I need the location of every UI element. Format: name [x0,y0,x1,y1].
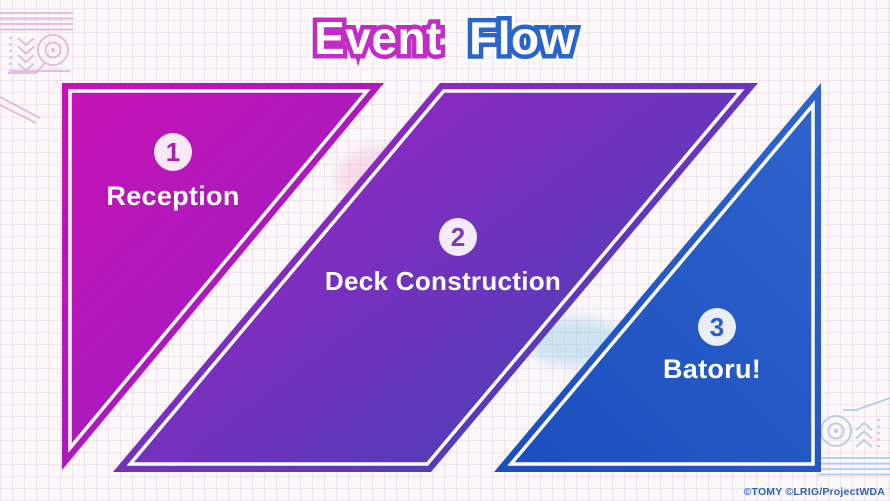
title-word-flow: Flow Flow Flow [462,5,582,71]
step-label: Deck Construction [324,266,562,296]
title-word-event: Event Event Event [307,5,448,71]
step-number-badge: 1 [154,133,192,171]
step-1-shape [62,83,384,470]
title-word-event-text: Event [314,12,442,64]
page-title: Event Event Event Flow Flow Flow [0,5,890,71]
title-word-flow-text: Flow [469,12,576,64]
step-2-shape [113,83,758,472]
title-word-flow-halo: Flow [462,5,582,71]
step-3-shape [494,83,821,472]
circuit-pattern-icon [0,12,73,124]
circuit-pattern-icon [818,397,890,476]
title-word-flow-outline: Flow [465,8,580,69]
step-number-badge: 2 [439,218,477,256]
title-word-event-outline: Event [310,8,446,69]
title-word-event-halo: Event [307,5,448,71]
copyright-notice: ©TOMY ©LRIG/ProjectWDA [743,486,885,498]
step-label: Batoru! [662,354,762,384]
step-number-badge: 3 [698,308,736,346]
step-label: Reception [106,181,240,211]
